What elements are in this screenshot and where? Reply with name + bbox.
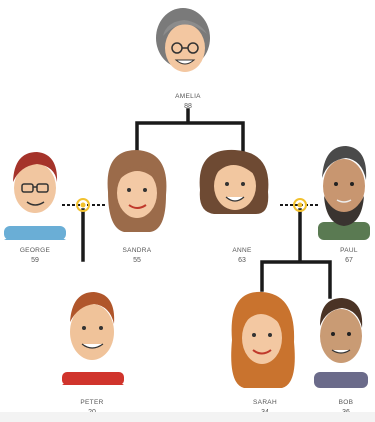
person-name: SARAH bbox=[253, 399, 277, 406]
person-label-sandra: SANDRA 55 bbox=[92, 246, 182, 266]
portrait-peter bbox=[62, 292, 124, 385]
portrait-amelia bbox=[156, 8, 210, 72]
person-name: SANDRA bbox=[122, 247, 152, 254]
marriage-link-anne-paul bbox=[280, 198, 320, 212]
person-age: 67 bbox=[345, 257, 353, 264]
anne-paul-children-connector bbox=[260, 208, 332, 299]
person-age: 59 bbox=[31, 257, 39, 264]
person-label-anne: ANNE 63 bbox=[197, 246, 287, 266]
portrait-bob bbox=[314, 298, 368, 388]
portrait-sarah bbox=[231, 291, 295, 388]
person-age: 88 bbox=[184, 103, 192, 110]
person-name: BOB bbox=[338, 399, 354, 406]
marriage-link-george-sandra bbox=[62, 198, 105, 212]
person-age: 63 bbox=[238, 257, 246, 264]
person-label-paul: PAUL 67 bbox=[304, 246, 375, 266]
connector-lines bbox=[81, 108, 332, 299]
person-label-george: GEORGE 59 bbox=[0, 246, 80, 266]
amelia-children-connector bbox=[135, 108, 245, 152]
person-name: ANNE bbox=[232, 247, 252, 254]
person-label-amelia: AMELIA 88 bbox=[143, 92, 233, 112]
person-name: AMELIA bbox=[175, 93, 201, 100]
portrait-paul bbox=[318, 146, 370, 240]
person-name: GEORGE bbox=[19, 247, 51, 254]
bottom-strip bbox=[0, 412, 375, 422]
portrait-anne bbox=[199, 149, 269, 214]
person-age: 55 bbox=[133, 257, 141, 264]
portrait-george bbox=[4, 152, 66, 240]
person-name: PAUL bbox=[340, 247, 358, 254]
person-name: PETER bbox=[80, 399, 104, 406]
portrait-sandra bbox=[107, 150, 167, 232]
